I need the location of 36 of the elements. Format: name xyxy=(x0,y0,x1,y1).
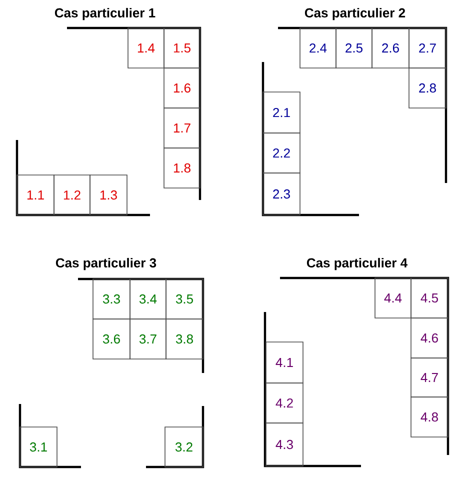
tile-box: 2.8 xyxy=(408,68,446,108)
tile-box: 4.2 xyxy=(266,382,304,424)
tile-box: 2.7 xyxy=(408,28,446,68)
tile-box: 1.3 xyxy=(90,174,128,216)
tile-box: 4.1 xyxy=(266,342,304,384)
tile-box: 3.4 xyxy=(130,278,166,320)
tile-box: 1.4 xyxy=(128,28,164,68)
tile-box: 1.2 xyxy=(54,174,90,216)
tile-box: 3.2 xyxy=(164,426,204,468)
panel-title: Cas particulier 2 xyxy=(304,8,406,20)
tile-box: 3.8 xyxy=(166,318,204,360)
tile-box: 3.5 xyxy=(166,278,204,320)
tile-box: 1.6 xyxy=(164,68,200,108)
tile-box: 1.1 xyxy=(16,174,54,216)
tile-box: 1.8 xyxy=(164,148,200,188)
tile-box: 2.5 xyxy=(336,28,372,68)
tile-box: 2.6 xyxy=(372,28,410,68)
panel-title: Cas particulier 1 xyxy=(54,8,156,20)
tile-box: 1.5 xyxy=(164,28,200,68)
panel-title: Cas particulier 3 xyxy=(56,258,156,270)
tile-box: 3.7 xyxy=(130,318,166,360)
tile-box: 4.7 xyxy=(410,358,448,398)
tile-box: 4.6 xyxy=(410,318,448,358)
tile-box: 4.3 xyxy=(266,422,304,466)
tile-box: 3.6 xyxy=(92,318,130,360)
tile-box: 3.1 xyxy=(20,426,58,468)
tile-box: 4.4 xyxy=(374,278,412,318)
tile-box: 4.5 xyxy=(410,278,448,318)
panel-title: Cas particulier 4 xyxy=(306,258,408,270)
tile-box: 2.1 xyxy=(262,92,300,134)
tile-box: 3.3 xyxy=(92,278,130,320)
tile-box: 4.8 xyxy=(410,396,448,438)
tile-box: 1.7 xyxy=(164,108,200,148)
tile-box: 2.3 xyxy=(262,172,300,216)
tile-box: 2.4 xyxy=(300,28,336,68)
tile-box: 2.2 xyxy=(262,132,300,174)
